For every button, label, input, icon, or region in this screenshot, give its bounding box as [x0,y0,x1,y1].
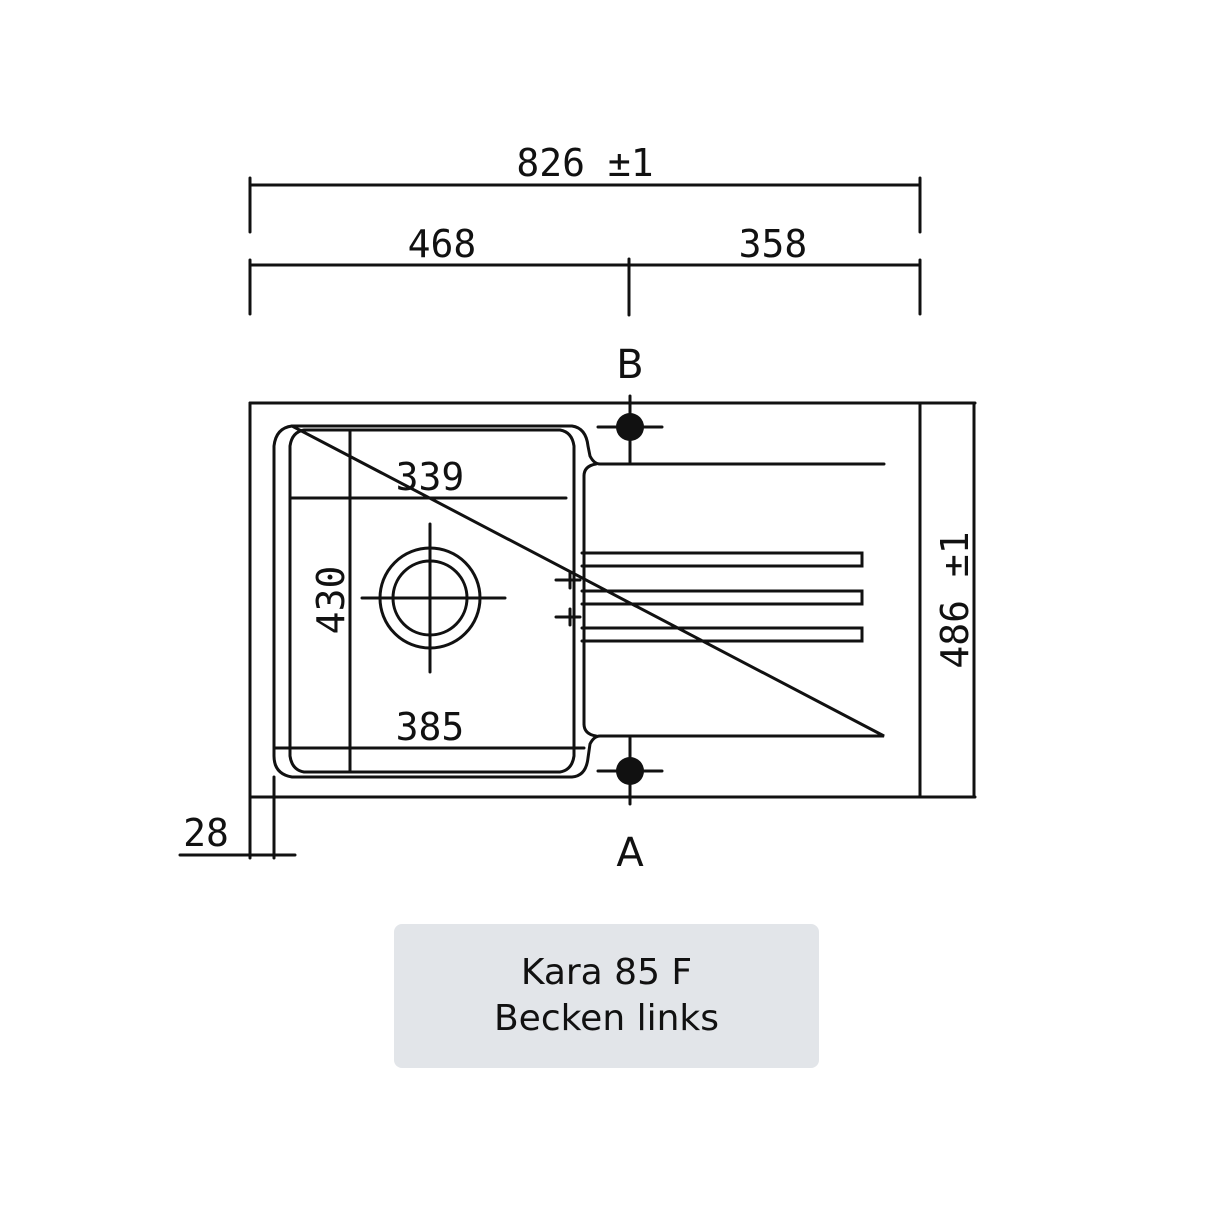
dimension-rim-offset: 28 [178,775,297,860]
drainer-ribs [554,551,864,643]
bowl-depth-label: 430 [309,566,353,635]
rim-offset-label: 28 [183,811,229,855]
bowl-bottom-width-label: 385 [396,705,465,749]
sink-outline [248,401,977,860]
bowl: 339 385 430 [272,424,886,779]
drainer-section-width-label: 358 [739,222,808,266]
product-label: Kara 85 F Becken links [394,924,819,1068]
dimension-overall-width: 826 ±1 [248,141,922,234]
drain-icon [360,522,507,674]
section-marker-b: B [616,342,643,388]
dimension-split-widths: 468 358 [248,222,922,317]
bowl-section-width-label: 468 [408,222,477,266]
dimension-overall-depth: 486 ±1 [933,401,977,799]
overall-depth-label: 486 ±1 [933,531,977,668]
section-marker-a: A [616,830,644,876]
bowl-top-width-label: 339 [396,455,465,499]
tap-hole-b-icon [596,394,664,464]
tap-hole-a-icon [596,736,664,806]
overall-width-label: 826 ±1 [516,141,653,185]
product-model: Kara 85 F [520,952,693,993]
product-variant: Becken links [493,998,720,1039]
